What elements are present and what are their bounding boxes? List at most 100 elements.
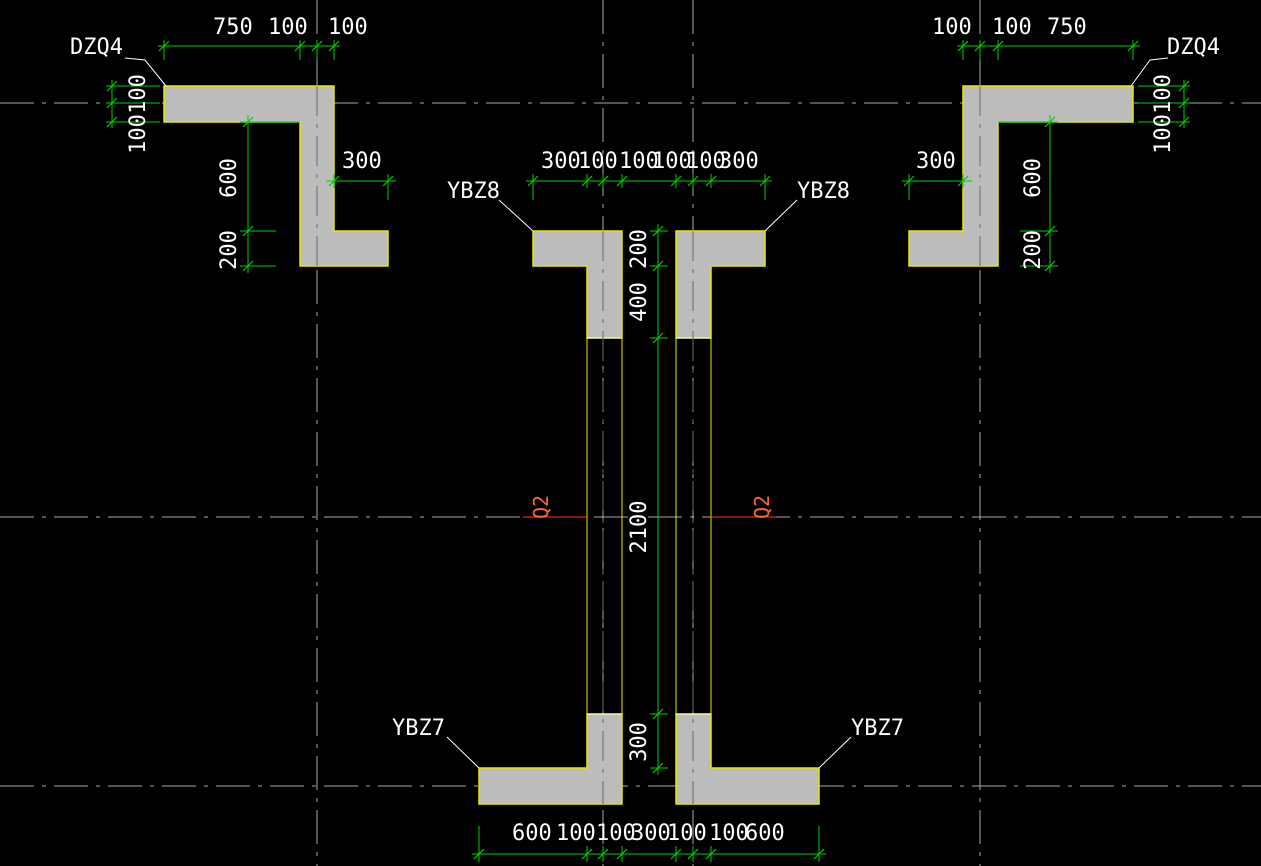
dimension-texts: 750 100 100 100 100 300 600 200 100 100 … <box>126 15 1176 846</box>
dim-text-tr-100a[interactable]: 100 <box>932 15 972 40</box>
dimension-tick-0 <box>158 40 170 52</box>
dimension-tick-39 <box>1044 260 1056 272</box>
dimension-tick-6 <box>992 40 1004 52</box>
dim-text-bot-100d[interactable]: 100 <box>709 821 749 846</box>
dim-text-mid-2100[interactable]: 2100 <box>627 501 652 554</box>
label-ybz7-left[interactable]: YBZ7 <box>392 716 445 741</box>
dim-text-tl-300[interactable]: 300 <box>342 149 382 174</box>
dimension-tick-21 <box>581 848 593 860</box>
dzq4-left-leader <box>124 57 167 87</box>
dimension-tick-3 <box>328 40 340 52</box>
dimension-tick-35 <box>242 225 254 237</box>
label-ybz8-left[interactable]: YBZ8 <box>447 179 500 204</box>
dimension-tick-36 <box>242 260 254 272</box>
dimension-tick-23 <box>616 848 628 860</box>
dimension-tick-20 <box>473 848 485 860</box>
label-dzq4-right[interactable]: DZQ4 <box>1167 35 1220 60</box>
dimension-tick-10 <box>903 175 915 187</box>
q2-walls <box>586 337 712 715</box>
dimension-tick-15 <box>616 175 628 187</box>
dimension-tick-12 <box>527 175 539 187</box>
dim-text-mid-200[interactable]: 200 <box>627 229 652 269</box>
dim-text-top-100d[interactable]: 100 <box>686 149 726 174</box>
ybz7-right-leader <box>818 736 852 769</box>
ybz8-right-leader <box>764 199 798 232</box>
dim-text-bot-600a[interactable]: 600 <box>512 821 552 846</box>
dim-text-bot-600b[interactable]: 600 <box>745 821 785 846</box>
dim-text-tr-200[interactable]: 200 <box>1021 230 1046 270</box>
dim-text-tl-v100b[interactable]: 100 <box>126 114 151 154</box>
dim-text-top-100b[interactable]: 100 <box>619 149 659 174</box>
dimension-tick-16 <box>670 175 682 187</box>
label-ybz8-right[interactable]: YBZ8 <box>797 179 850 204</box>
dim-text-bot-300[interactable]: 300 <box>631 821 671 846</box>
ybz7-left-leader <box>446 736 480 769</box>
dimension-tick-4 <box>957 40 969 52</box>
dimension-tick-37 <box>1044 116 1056 128</box>
dim-text-tr-v100b[interactable]: 100 <box>1151 114 1176 154</box>
dimension-tick-11 <box>957 175 969 187</box>
dimension-tick-27 <box>813 848 825 860</box>
dim-text-tl-600[interactable]: 600 <box>217 158 242 198</box>
ybz8-left-column[interactable] <box>532 230 623 339</box>
dimension-tick-43 <box>652 708 664 720</box>
dim-text-top-300a[interactable]: 300 <box>541 149 581 174</box>
dim-text-tl-750[interactable]: 750 <box>213 15 253 40</box>
dim-text-bot-100a[interactable]: 100 <box>556 821 596 846</box>
dimension-tick-38 <box>1044 225 1056 237</box>
dzq4-right-leader <box>1130 57 1169 87</box>
element-labels: DZQ4 DZQ4 YBZ8 YBZ8 YBZ7 YBZ7 <box>70 35 1220 741</box>
q2-left-tag[interactable]: Q2 <box>529 495 553 519</box>
dim-text-mid-400[interactable]: 400 <box>627 282 652 322</box>
ybz7-left-column[interactable] <box>478 713 623 805</box>
dim-text-tl-100a[interactable]: 100 <box>268 15 308 40</box>
ybz7-right-column[interactable] <box>675 713 820 805</box>
dim-text-tr-600[interactable]: 600 <box>1021 158 1046 198</box>
dim-text-top-300b[interactable]: 300 <box>719 149 759 174</box>
dimension-tick-1 <box>294 40 306 52</box>
label-dzq4-left[interactable]: DZQ4 <box>70 35 123 60</box>
wall-centerlines <box>316 86 981 804</box>
dimension-tick-30 <box>106 116 118 128</box>
dim-text-tr-100b[interactable]: 100 <box>992 15 1032 40</box>
dimension-tick-42 <box>652 332 664 344</box>
dim-text-mid-300[interactable]: 300 <box>627 722 652 762</box>
label-ybz7-right[interactable]: YBZ7 <box>851 716 904 741</box>
dimension-tick-41 <box>652 260 664 272</box>
dimension-tick-32 <box>1178 97 1190 109</box>
dzq4-right-column[interactable] <box>908 85 1134 267</box>
dim-text-bot-100c[interactable]: 100 <box>667 821 707 846</box>
dimension-tick-14 <box>597 175 609 187</box>
dimension-tick-29 <box>106 97 118 109</box>
dimension-tick-13 <box>581 175 593 187</box>
dim-text-tr-300[interactable]: 300 <box>916 149 956 174</box>
dimension-tick-17 <box>687 175 699 187</box>
dimension-tick-22 <box>597 848 609 860</box>
dimension-tick-18 <box>705 175 717 187</box>
ybz8-right-column[interactable] <box>675 230 766 339</box>
dim-text-tl-200[interactable]: 200 <box>217 230 242 270</box>
dimension-tick-19 <box>759 175 771 187</box>
dimension-tick-28 <box>106 80 118 92</box>
q2-right-tag[interactable]: Q2 <box>750 495 774 519</box>
dimension-tick-8 <box>328 175 340 187</box>
dimension-tick-25 <box>687 848 699 860</box>
dimension-tick-9 <box>382 175 394 187</box>
dimension-tick-26 <box>705 848 717 860</box>
dzq4-left-column[interactable] <box>163 85 389 267</box>
dim-text-tr-750[interactable]: 750 <box>1047 15 1087 40</box>
wall-shapes <box>163 85 1134 805</box>
dim-text-tr-v100a[interactable]: 100 <box>1151 74 1176 114</box>
dimension-tick-40 <box>652 225 664 237</box>
dimension-tick-2 <box>311 40 323 52</box>
dim-text-tl-v100a[interactable]: 100 <box>126 74 151 114</box>
dim-text-bot-100b[interactable]: 100 <box>596 821 636 846</box>
dim-text-tl-100b[interactable]: 100 <box>328 15 368 40</box>
dimension-tick-24 <box>670 848 682 860</box>
dimension-lines <box>106 40 1190 862</box>
dim-text-top-100a[interactable]: 100 <box>578 149 618 174</box>
dim-text-top-100c[interactable]: 100 <box>652 149 692 174</box>
dimension-tick-31 <box>1178 80 1190 92</box>
dimension-tick-33 <box>1178 116 1190 128</box>
